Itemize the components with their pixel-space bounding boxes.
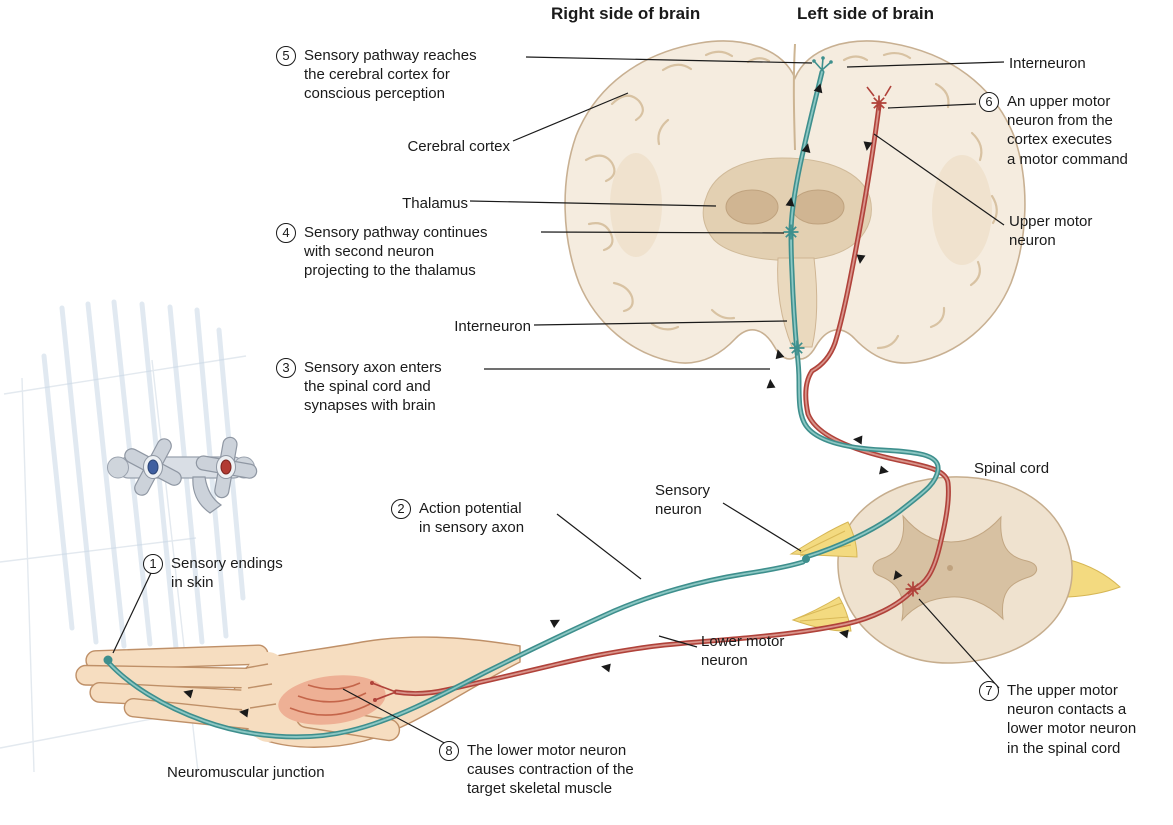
step-2-callout: 2 Action potential in sensory axon — [391, 499, 571, 537]
step-1-text: Sensory endings in skin — [171, 555, 283, 592]
sensory-synapses — [103, 56, 833, 665]
step-2-number: 2 — [391, 499, 411, 519]
hand — [75, 636, 521, 748]
step-7-callout: 7 The upper motor neuron contacts a lowe… — [979, 681, 1169, 758]
header-right-side-of-brain: Right side of brain — [551, 4, 701, 23]
spinal-cord-section — [789, 476, 1121, 664]
step-8-callout: 8 The lower motor neuron causes contract… — [439, 741, 679, 799]
label-sensory-neuron: Sensory neuron — [655, 482, 711, 519]
brainstem — [777, 257, 818, 348]
direction-arrows — [183, 83, 903, 718]
step-7-text: The upper motor neuron contacts a lower … — [1007, 682, 1137, 757]
finger-webs — [245, 663, 277, 709]
step-5-number: 5 — [276, 46, 296, 66]
label-lower-motor-neuron: Lower motor neuron — [701, 633, 785, 670]
brain-midline-fissure — [792, 43, 796, 151]
thalamus-right — [791, 189, 845, 225]
step-2-text: Action potential in sensory axon — [419, 500, 525, 537]
label-interneuron-mid: Interneuron — [454, 318, 531, 335]
label-thalamus: Thalamus — [402, 195, 468, 212]
faucet-spout — [192, 476, 223, 514]
upper-motor-dendrites — [866, 85, 892, 97]
basal-region — [702, 157, 872, 261]
step-1-callout: 1 Sensory endings in skin — [143, 554, 313, 592]
sensory-ganglion-dot — [802, 555, 810, 563]
cold-handle-cap — [147, 459, 159, 475]
hot-handle-cap — [220, 459, 232, 475]
step-1-number: 1 — [143, 554, 163, 574]
step-6-number: 6 — [979, 92, 999, 112]
step-3-text: Sensory axon enters the spinal cord and … — [304, 359, 442, 415]
step-5-text: Sensory pathway reaches the cerebral cor… — [304, 47, 477, 103]
muscle-fibers — [289, 682, 371, 716]
thalamus-left — [725, 189, 779, 225]
step-6-text: An upper motor neuron from the cortex ex… — [1007, 93, 1128, 168]
step-8-text: The lower motor neuron causes contractio… — [467, 742, 634, 798]
nerve-root-right — [1067, 559, 1121, 598]
step-4-number: 4 — [276, 223, 296, 243]
label-upper-motor-neuron: Upper motor neuron — [1009, 213, 1093, 250]
step-8-number: 8 — [439, 741, 459, 761]
neuromuscular-branches — [371, 682, 397, 701]
cortex-ending-branches — [813, 57, 832, 71]
label-neuromuscular-junction: Neuromuscular junction — [167, 764, 325, 781]
step-6-callout: 6 An upper motor neuron from the cortex … — [979, 92, 1164, 169]
step-3-callout: 3 Sensory axon enters the spinal cord an… — [276, 358, 486, 416]
leader-lines — [112, 56, 1005, 747]
gray-matter-butterfly — [872, 514, 1038, 622]
shower-faucet — [107, 436, 258, 514]
sensory-ending-dot — [103, 655, 113, 665]
step-4-text: Sensory pathway continues with second ne… — [304, 224, 488, 280]
motor-synapses — [370, 85, 922, 702]
header-left-side-of-brain: Left side of brain — [797, 4, 934, 23]
palm-patch — [241, 652, 295, 742]
step-4-callout: 4 Sensory pathway continues with second … — [276, 223, 511, 281]
step-3-number: 3 — [276, 358, 296, 378]
label-cerebral-cortex: Cerebral cortex — [407, 138, 510, 155]
step-7-number: 7 — [979, 681, 999, 701]
step-5-callout: 5 Sensory pathway reaches the cerebral c… — [276, 46, 511, 104]
label-interneuron-top: Interneuron — [1009, 55, 1086, 72]
brain-gyri — [584, 50, 998, 350]
label-spinal-cord: Spinal cord — [974, 460, 1050, 477]
central-canal — [947, 565, 953, 571]
